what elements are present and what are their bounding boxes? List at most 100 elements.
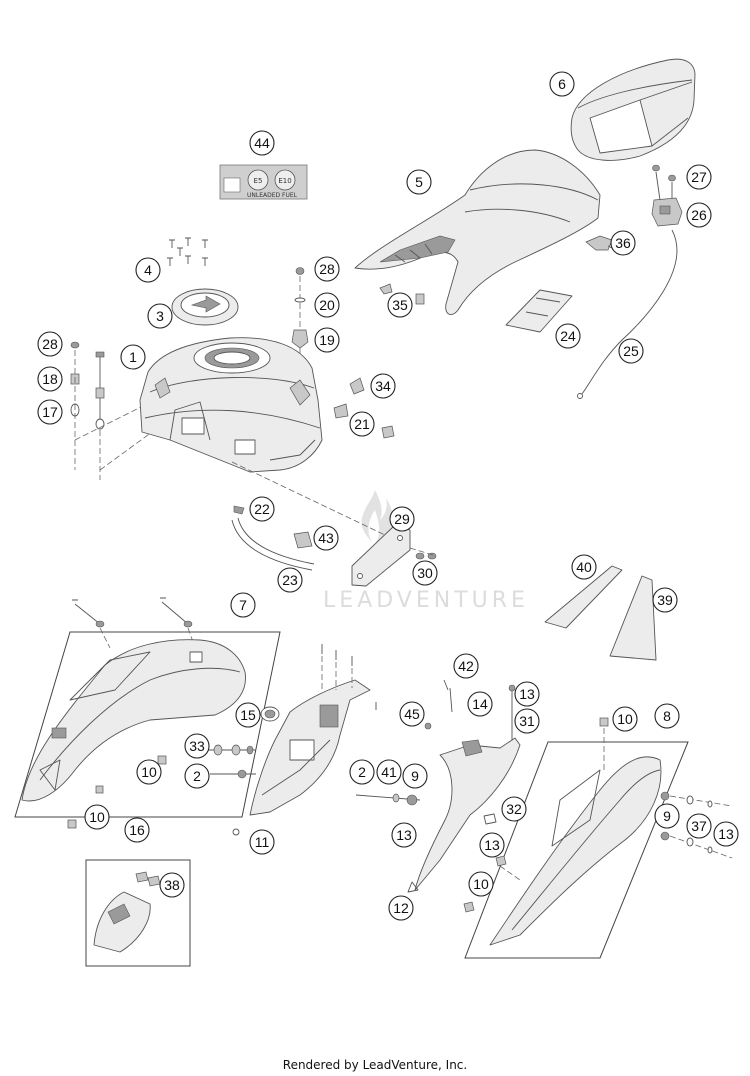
callout-circle bbox=[514, 708, 540, 734]
e10-label: E10 bbox=[278, 177, 291, 185]
callout-circle bbox=[120, 344, 146, 370]
callout-number: 33 bbox=[189, 738, 205, 754]
callout-number: 20 bbox=[319, 297, 335, 313]
callout-circle bbox=[159, 872, 185, 898]
callout-number: 13 bbox=[718, 826, 734, 842]
callout-11: 11 bbox=[249, 829, 275, 855]
callout-number: 9 bbox=[411, 768, 419, 784]
callout-number: 21 bbox=[354, 416, 370, 432]
callout-number: 10 bbox=[473, 876, 489, 892]
fuel-tank bbox=[139, 337, 409, 547]
callout-circle bbox=[37, 331, 63, 357]
left-side-panel bbox=[14, 597, 281, 829]
unleaded-fuel-label: UNLEADED FUEL bbox=[247, 192, 298, 199]
callout-7: 7 bbox=[230, 592, 256, 618]
callout-number: 28 bbox=[319, 261, 335, 277]
callout-20: 20 bbox=[314, 292, 340, 318]
callout-4: 4 bbox=[135, 257, 161, 283]
callout-circle bbox=[230, 592, 256, 618]
callout-circle bbox=[467, 691, 493, 717]
callout-13: 13 bbox=[391, 822, 417, 848]
callout-number: 9 bbox=[663, 808, 671, 824]
callout-circle bbox=[376, 759, 402, 785]
callout-8: 8 bbox=[654, 703, 680, 729]
callout-29: 29 bbox=[389, 506, 415, 532]
callout-circle bbox=[314, 292, 340, 318]
callout-circle bbox=[84, 804, 110, 830]
seat-lock bbox=[651, 164, 683, 227]
callout-circle bbox=[453, 653, 479, 679]
callout-circle bbox=[501, 796, 527, 822]
callout-41: 41 bbox=[376, 759, 402, 785]
callout-9: 9 bbox=[402, 763, 428, 789]
vent-hose bbox=[231, 505, 315, 571]
callout-number: 26 bbox=[691, 207, 707, 223]
callout-10: 10 bbox=[136, 759, 162, 785]
callout-circle bbox=[184, 733, 210, 759]
callout-circle bbox=[388, 895, 414, 921]
callout-circle bbox=[277, 567, 303, 593]
callout-circle bbox=[610, 230, 636, 256]
callout-40: 40 bbox=[571, 554, 597, 580]
inner-panel bbox=[355, 679, 521, 893]
callout-circle bbox=[468, 871, 494, 897]
callout-14: 14 bbox=[467, 691, 493, 717]
callout-circle bbox=[135, 257, 161, 283]
callout-43: 43 bbox=[313, 525, 339, 551]
callout-23: 23 bbox=[277, 567, 303, 593]
callout-circle bbox=[389, 506, 415, 532]
callout-28: 28 bbox=[314, 256, 340, 282]
callout-circle bbox=[406, 169, 432, 195]
callout-1: 1 bbox=[120, 344, 146, 370]
callout-number: 1 bbox=[129, 349, 137, 365]
watermark-logo: LEADVENTURE bbox=[323, 490, 525, 613]
callout-number: 34 bbox=[375, 378, 391, 394]
callout-circle bbox=[618, 338, 644, 364]
fuel-sticker: E5 E10 UNLEADED FUEL bbox=[219, 164, 308, 200]
callout-circle bbox=[37, 366, 63, 392]
callout-12: 12 bbox=[388, 895, 414, 921]
callout-30: 30 bbox=[412, 560, 438, 586]
callout-circle bbox=[479, 832, 505, 858]
callout-42: 42 bbox=[453, 653, 479, 679]
center-panel bbox=[208, 644, 377, 836]
callout-number: 23 bbox=[282, 572, 298, 588]
callout-number: 43 bbox=[318, 530, 334, 546]
callout-33: 33 bbox=[184, 733, 210, 759]
callout-number: 8 bbox=[663, 708, 671, 724]
callout-35: 35 bbox=[387, 292, 413, 318]
callout-circle bbox=[402, 763, 428, 789]
pillion-seat bbox=[570, 58, 696, 161]
tank-bracket bbox=[351, 525, 437, 587]
callout-34: 34 bbox=[370, 373, 396, 399]
callout-circle bbox=[136, 759, 162, 785]
callout-number: 44 bbox=[254, 135, 270, 151]
callout-26: 26 bbox=[686, 202, 712, 228]
callout-number: 41 bbox=[381, 764, 397, 780]
callout-number: 2 bbox=[358, 764, 366, 780]
callout-number: 10 bbox=[617, 711, 633, 727]
callout-31: 31 bbox=[514, 708, 540, 734]
tank-mount-hardware-left bbox=[70, 341, 153, 480]
callout-circle bbox=[235, 702, 261, 728]
filler-cap-screws bbox=[167, 237, 208, 266]
callout-circle bbox=[654, 703, 680, 729]
callout-number: 11 bbox=[255, 834, 270, 850]
callout-number: 13 bbox=[484, 837, 500, 853]
callout-number: 2 bbox=[193, 768, 201, 784]
detail-inset bbox=[85, 859, 191, 967]
callout-circle bbox=[147, 303, 173, 329]
callout-number: 32 bbox=[506, 801, 522, 817]
callout-number: 5 bbox=[415, 174, 423, 190]
callout-circle bbox=[314, 327, 340, 353]
tank-clips bbox=[333, 377, 395, 439]
callout-18: 18 bbox=[37, 366, 63, 392]
callout-32: 32 bbox=[501, 796, 527, 822]
callout-circle bbox=[514, 681, 540, 707]
callout-circle bbox=[249, 829, 275, 855]
callout-number: 36 bbox=[615, 235, 631, 251]
callout-number: 35 bbox=[392, 297, 408, 313]
callout-circle bbox=[349, 411, 375, 437]
callout-circle bbox=[249, 130, 275, 156]
callout-circle bbox=[652, 587, 678, 613]
